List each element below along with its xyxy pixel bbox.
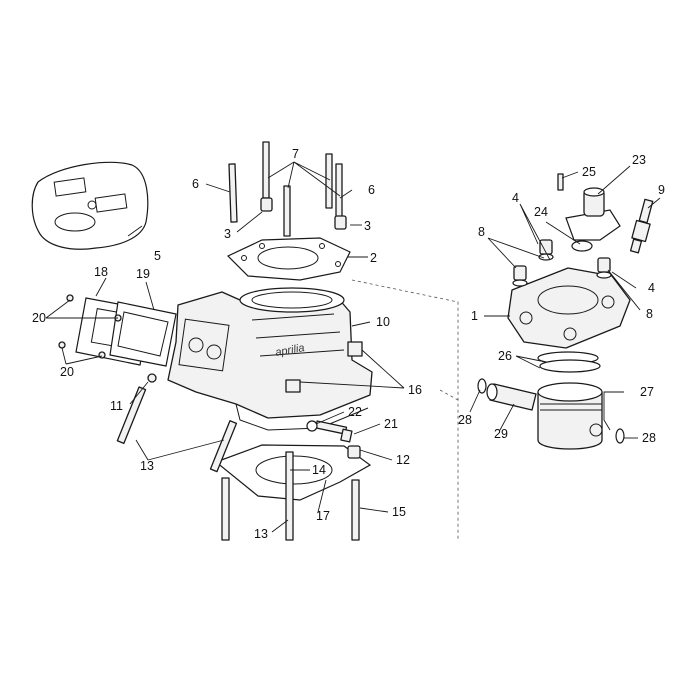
callout-11: 11 [110,399,123,413]
callout-20-lower: 20 [60,365,74,379]
drain-bolt [306,420,353,443]
gasket-kit-bag [31,161,149,250]
callout-3-right: 3 [364,219,371,233]
callout-12: 12 [396,453,410,467]
callout-19: 19 [136,267,150,281]
reed-valve-assembly [58,294,177,383]
callout-14: 14 [312,463,326,477]
callout-29: 29 [494,427,508,441]
cylinder-head [507,267,631,349]
callout-4-top: 4 [512,191,519,205]
callout-23: 23 [632,153,646,167]
callout-20-upper: 20 [32,311,46,325]
callout-22: 22 [348,405,362,419]
callout-18: 18 [94,265,108,279]
head-gasket [226,237,351,281]
spark-plug [629,198,654,254]
piston-assembly [477,351,625,450]
callout-28-left: 28 [458,413,472,427]
brand-mark: aprilia [274,342,305,359]
callout-13-lower: 13 [254,527,268,541]
cylinder-body [167,287,373,431]
callout-15: 15 [392,505,406,519]
callout-27: 27 [640,385,654,399]
callout-25: 25 [582,165,596,179]
callout-3-left: 3 [224,227,231,241]
callout-24: 24 [534,205,548,219]
callout-8-left: 8 [478,225,485,239]
leader-lines [45,161,661,533]
water-outlet-fitting [557,173,621,252]
callout-9: 9 [658,183,665,197]
callout-4-right: 4 [648,281,655,295]
callout-28-right: 28 [642,431,656,445]
callout-2: 2 [370,251,377,265]
callout-6-left: 6 [192,177,199,191]
callout-labels: 1 2 3 3 4 4 5 6 6 7 8 8 9 10 11 12 13 13… [32,147,665,541]
callout-21: 21 [384,417,398,431]
assembly-lines [351,279,459,540]
callout-26: 26 [498,349,512,363]
callout-6-right: 6 [368,183,375,197]
callout-1: 1 [471,309,478,323]
cylinder-studs-top [228,141,347,237]
callout-5: 5 [154,249,161,263]
callout-17: 17 [316,509,330,523]
callout-10: 10 [376,315,390,329]
base-gasket-and-studs [116,386,372,541]
callout-8-right: 8 [646,307,653,321]
callout-16: 16 [408,383,422,397]
head-nuts [512,239,612,287]
callout-7: 7 [292,147,299,161]
callout-13-upper: 13 [140,459,154,473]
